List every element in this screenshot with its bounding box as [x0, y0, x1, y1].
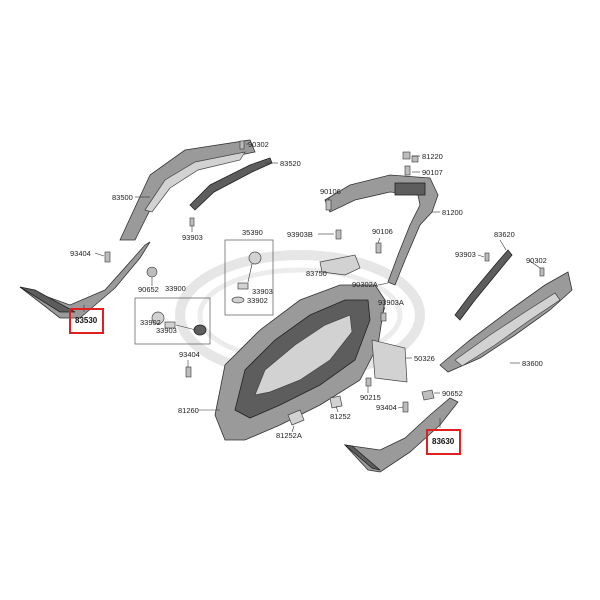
label-83520: 83520	[280, 159, 301, 168]
label-81220: 81220	[422, 152, 443, 161]
screw-90302-top	[239, 140, 245, 150]
label-50326: 50326	[414, 354, 435, 363]
grab-rail-81200	[324, 174, 439, 286]
label-33902-a: 33902	[140, 318, 161, 327]
highlight-box-83530	[69, 308, 104, 334]
label-90302-top: 90302	[248, 140, 269, 149]
label-90107: 90107	[422, 168, 443, 177]
screw-93903-c	[484, 252, 490, 262]
label-35390: 35390	[242, 228, 263, 237]
clip-90652-left	[146, 266, 158, 278]
plate-50326	[371, 339, 408, 383]
label-33902-b: 33902	[247, 296, 268, 305]
label-90215: 90215	[360, 393, 381, 402]
label-93903-a: 93903	[182, 233, 203, 242]
label-93404-mid: 93404	[179, 350, 200, 359]
label-93404-left: 93404	[70, 249, 91, 258]
side-cover-83530	[19, 241, 151, 319]
screw-90302-right	[539, 267, 545, 277]
clip-81252a	[287, 409, 305, 426]
bolt-93903b	[335, 229, 342, 240]
trim-83620	[454, 249, 513, 321]
label-83630: 83630	[432, 437, 455, 446]
part-labels: 90302 83520 83500 93903 93404 83530 9065…	[70, 140, 547, 446]
label-81260: 81260	[178, 406, 199, 415]
label-90302a: 90302A	[352, 280, 378, 289]
label-93903-c: 93903	[455, 250, 476, 259]
label-83600: 83600	[522, 359, 543, 368]
label-81252a: 81252A	[276, 431, 302, 440]
label-90106-b: 90106	[372, 227, 393, 236]
side-cover-83600	[439, 271, 573, 373]
bolt-90106-a	[325, 199, 332, 211]
bolt-93404-left	[104, 251, 111, 263]
label-83750: 83750	[306, 269, 327, 278]
label-83530: 83530	[75, 316, 98, 325]
leader-lines	[83, 143, 541, 433]
label-90302-right: 90302	[526, 256, 547, 265]
label-33903-b: 33903	[252, 287, 273, 296]
screw-90215	[365, 377, 372, 387]
bolt-93404-mid	[185, 366, 192, 378]
bolt-93404-right	[402, 401, 409, 413]
group-33900	[134, 297, 211, 345]
label-83500: 83500	[112, 193, 133, 202]
side-rail-83500	[119, 139, 256, 241]
label-90652-left: 90652	[138, 285, 159, 294]
highlight-box-83630	[426, 429, 461, 455]
screw-93903-a	[189, 217, 195, 227]
group-35390	[224, 239, 274, 316]
label-33903-a: 33903	[156, 326, 177, 335]
label-90106-a: 90106	[320, 187, 341, 196]
label-33900: 33900	[165, 284, 186, 293]
label-81252: 81252	[330, 412, 351, 421]
bolt-93903a	[380, 312, 387, 322]
label-81200: 81200	[442, 208, 463, 217]
label-93404-right: 93404	[376, 403, 397, 412]
bracket-83750	[319, 254, 361, 276]
side-cover-83630	[343, 397, 459, 473]
clip-81252	[329, 395, 343, 409]
luggage-box-81260	[214, 284, 386, 441]
bolt-90106-b	[375, 242, 382, 254]
clip-90652-right	[421, 389, 435, 401]
label-93903b: 93903B	[287, 230, 313, 239]
bolt-81220	[402, 151, 419, 163]
label-83620: 83620	[494, 230, 515, 239]
bolt-90107	[404, 165, 411, 176]
label-90652-right: 90652	[442, 389, 463, 398]
label-93903a: 93903A	[378, 298, 404, 307]
